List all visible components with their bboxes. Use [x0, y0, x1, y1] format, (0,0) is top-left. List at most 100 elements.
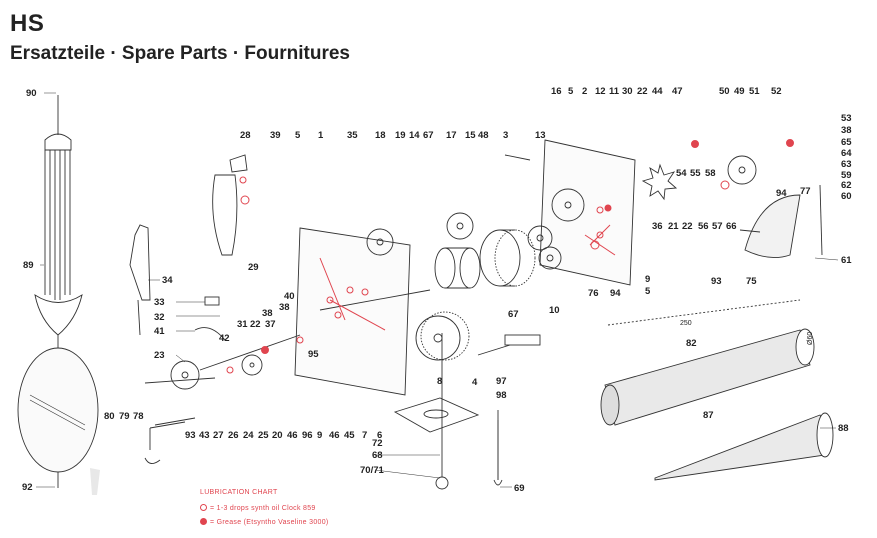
- part-label: 88: [838, 423, 849, 434]
- base-plate: [393, 397, 480, 433]
- part-label: 37: [265, 319, 276, 330]
- part-label: 15: [465, 130, 476, 141]
- part-label: 93: [711, 276, 722, 287]
- part-label: 97: [496, 376, 507, 387]
- part-label: 38: [841, 125, 852, 136]
- part-label: 94: [776, 188, 787, 199]
- part-label: 25: [258, 430, 269, 441]
- part-label: 49: [734, 86, 745, 97]
- part-label: 70/71: [360, 465, 384, 476]
- part-label: 4: [472, 377, 478, 388]
- part-label: 8: [437, 376, 442, 387]
- part-label: 21: [668, 221, 679, 232]
- part-label: 59: [841, 170, 852, 181]
- part-label: 90: [26, 88, 37, 99]
- part-label: 5: [568, 86, 574, 97]
- length-dimension: 250: [680, 320, 692, 327]
- part-label: 47: [672, 86, 683, 97]
- part-label: 82: [686, 338, 697, 349]
- part-label: 29: [248, 262, 259, 273]
- part-label: 14: [409, 130, 420, 141]
- weight-cylinder: [600, 299, 815, 426]
- part-label: 44: [652, 86, 663, 97]
- weight-cone: [654, 412, 834, 481]
- part-label: 62: [841, 180, 852, 191]
- part-label: 13: [535, 130, 546, 141]
- part-label: 35: [347, 130, 358, 141]
- part-label: 10: [549, 305, 560, 316]
- part-label: 72: [372, 438, 383, 449]
- part-label: 9: [317, 430, 322, 441]
- part-label: 46: [287, 430, 298, 441]
- part-label: 22: [250, 319, 261, 330]
- part-label: 51: [749, 86, 760, 97]
- part-label: 6: [377, 430, 382, 441]
- part-label: 3: [503, 130, 508, 141]
- part-label: 20: [272, 430, 283, 441]
- grease-description: = Grease (Etsyntho Vaseline 3000): [210, 519, 329, 526]
- part-label: 57: [712, 221, 723, 232]
- part-label: 98: [496, 390, 507, 401]
- part-label: 95: [308, 349, 319, 360]
- part-label: 27: [213, 430, 224, 441]
- part-label: 75: [746, 276, 757, 287]
- hook-part-28: [212, 154, 248, 256]
- part-label: 12: [595, 86, 606, 97]
- part-labels: 90 89 92 28 39 5 1 35 18 19 14 67 17 15 …: [22, 86, 852, 494]
- part-label: 67: [423, 130, 434, 141]
- part-label: 41: [154, 326, 165, 337]
- part-label: 60: [841, 191, 852, 202]
- part-label: 46: [329, 430, 340, 441]
- part-label: 68: [372, 450, 383, 461]
- part-label: 5: [645, 286, 651, 297]
- part-label: 17: [446, 130, 457, 141]
- mainspring-barrel: [479, 229, 536, 287]
- oil-description: = 1-3 drops synth oil Clock 859: [210, 505, 316, 512]
- part-label: 67: [508, 309, 519, 320]
- part-label: 22: [682, 221, 693, 232]
- page-subtitle: Ersatzteile · Spare Parts · Fournitures: [10, 43, 350, 64]
- part-label: 53: [841, 113, 852, 124]
- star-wheel: [641, 163, 678, 201]
- lubrication-chart-title: LUBRICATION CHART: [200, 489, 278, 496]
- part-label: 38: [279, 302, 290, 313]
- part-label: 11: [609, 86, 620, 97]
- back-plate: [294, 227, 411, 396]
- winding-drum: [434, 247, 481, 289]
- part-label: 26: [228, 430, 239, 441]
- part-label: 19: [395, 130, 406, 141]
- part-label: 39: [270, 130, 281, 141]
- part-label: 16: [551, 86, 562, 97]
- part-label: 7: [362, 430, 367, 441]
- lubrication-points: [226, 139, 794, 374]
- part-label: 94: [610, 288, 621, 299]
- part-label: 45: [344, 430, 355, 441]
- winding-crank: [144, 421, 186, 464]
- part-label: 79: [119, 411, 130, 422]
- part-label: 64: [841, 148, 852, 159]
- frame-part-34: [129, 224, 151, 336]
- part-label: 66: [726, 221, 737, 232]
- part-label: 58: [705, 168, 716, 179]
- part-label: 36: [652, 221, 663, 232]
- part-label: 96: [302, 430, 313, 441]
- part-label: 43: [199, 430, 210, 441]
- part-label: 55: [690, 168, 701, 179]
- part-label: 76: [588, 288, 599, 299]
- part-label: 89: [23, 260, 34, 271]
- part-label: 92: [22, 482, 33, 493]
- part-label: 56: [698, 221, 709, 232]
- part-label: 63: [841, 159, 852, 170]
- part-label: 2: [582, 86, 587, 97]
- part-label: 24: [243, 430, 254, 441]
- part-label: 50: [719, 86, 730, 97]
- part-label: 5: [295, 130, 301, 141]
- lubrication-grease-row: = Grease (Etsyntho Vaseline 3000): [200, 518, 329, 526]
- part-label: 87: [703, 410, 714, 421]
- part-label: 32: [154, 312, 165, 323]
- diameter-dimension: Ø60: [807, 332, 814, 345]
- front-plate: [539, 139, 636, 286]
- part-label: 93: [185, 430, 196, 441]
- pendulum-disc: [17, 347, 99, 488]
